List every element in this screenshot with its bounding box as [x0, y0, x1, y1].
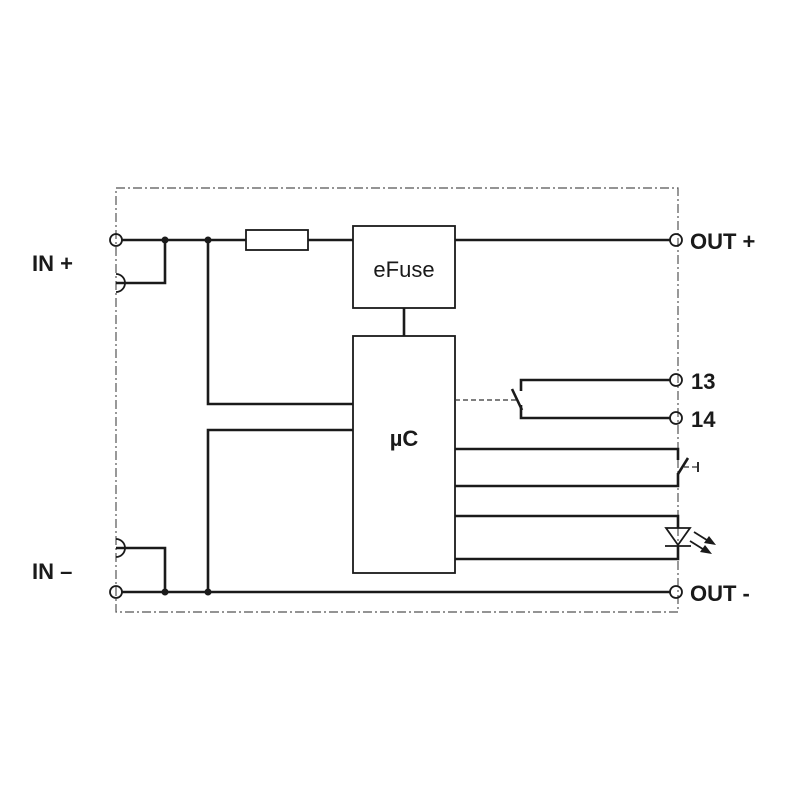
housing-boundary	[115, 187, 679, 613]
out-plus-label: OUT +	[690, 229, 755, 254]
microcontroller-block	[352, 335, 456, 574]
in-minus-terminal	[109, 585, 123, 599]
out-minus-label: OUT -	[690, 581, 750, 606]
terminal-14-label: 14	[691, 407, 716, 432]
microcontroller-label: µC	[390, 426, 419, 451]
in-plus-terminal	[109, 233, 123, 247]
out-minus-terminal	[669, 585, 683, 599]
signal-relay-contact	[455, 378, 670, 420]
positive-rail	[116, 236, 670, 406]
status-led-symbol	[455, 514, 716, 561]
negative-rail	[116, 428, 670, 596]
in-minus-label: IN –	[32, 559, 72, 584]
terminal-13-label: 13	[691, 369, 715, 394]
out-plus-terminal	[669, 233, 683, 247]
in-plus-bridge-socket	[115, 273, 126, 293]
in-minus-bridge-socket	[115, 538, 126, 558]
fuse-symbol	[245, 229, 309, 251]
terminal-14	[669, 411, 683, 425]
efuse-label: eFuse	[373, 257, 434, 282]
reset-button-symbol	[455, 447, 699, 488]
terminal-13	[669, 373, 683, 387]
in-plus-label: IN +	[32, 251, 73, 276]
